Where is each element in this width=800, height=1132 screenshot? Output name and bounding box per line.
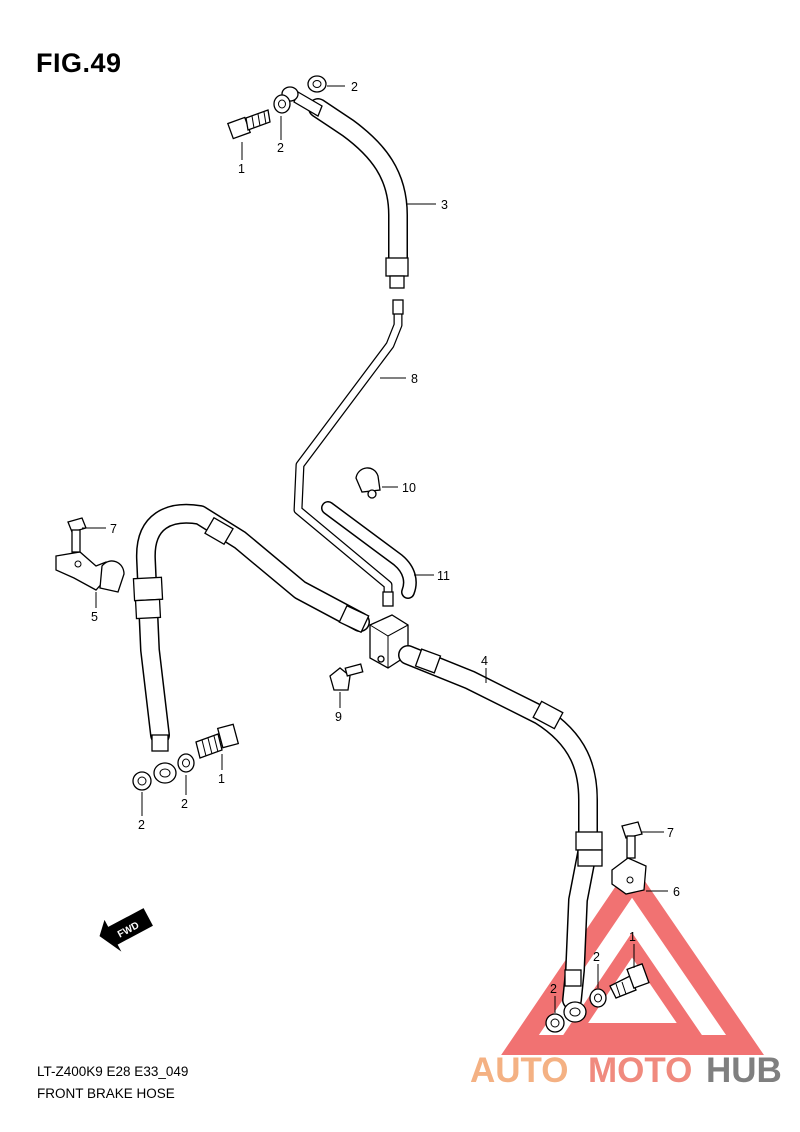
bolt-9	[329, 663, 364, 691]
washer-2-top-b	[307, 75, 327, 93]
watermark-word-auto: AUTO	[470, 1051, 569, 1090]
callout-1-left: 1	[218, 772, 225, 786]
bolt-7-right	[621, 821, 643, 859]
figure-title: FIG.49	[36, 48, 122, 78]
fwd-arrow-icon: FWD	[99, 908, 153, 952]
watermark-logo: AUTO MOTO HUB	[470, 1051, 782, 1090]
callout-2-right-a: 2	[593, 950, 600, 964]
callout-2-top-a: 2	[277, 141, 284, 155]
callout-7-right: 7	[667, 826, 674, 840]
brake-pipe-8	[293, 299, 404, 607]
protector-11	[321, 501, 417, 599]
washer-2-right-a	[589, 988, 607, 1008]
callout-9: 9	[335, 710, 342, 724]
callout-7-left: 7	[110, 522, 117, 536]
callout-10: 10	[402, 481, 416, 495]
callout-6: 6	[673, 885, 680, 899]
callout-2-left-b: 2	[138, 818, 145, 832]
callout-2-top-b: 2	[351, 80, 358, 94]
callout-11: 11	[437, 569, 450, 583]
watermark-word-hub: HUB	[706, 1051, 782, 1090]
washer-2-left-a	[177, 753, 195, 773]
section-name: FRONT BRAKE HOSE	[37, 1086, 175, 1101]
callout-1-right: 1	[629, 930, 636, 944]
model-code: LT-Z400K9 E28 E33_049	[37, 1064, 189, 1079]
bracket-6	[611, 857, 647, 895]
callout-8: 8	[411, 372, 418, 386]
washer-2-left-b	[132, 771, 152, 791]
callout-5: 5	[91, 610, 98, 624]
callout-labels: 1 2 2 3 8 10 7 5 11 4 9 1 2 2 7 6 1 2 2	[91, 80, 680, 996]
callout-2-left-a: 2	[181, 797, 188, 811]
leader-lines	[82, 85, 668, 1013]
callout-4: 4	[481, 654, 488, 668]
hose-3	[281, 86, 409, 289]
union-bolt-1-right	[609, 963, 650, 999]
callout-2-right-b: 2	[550, 982, 557, 996]
callout-1-top: 1	[238, 162, 245, 176]
bolt-7-left	[67, 517, 87, 553]
callout-3: 3	[441, 198, 448, 212]
bracket-5	[55, 551, 125, 593]
washer-2-right-b	[545, 1013, 565, 1033]
union-bolt-1-left	[195, 723, 240, 759]
union-bolt-1-top	[226, 109, 271, 140]
clamp-10	[355, 467, 381, 499]
hose-4	[398, 645, 603, 1023]
washer-2-top-a	[273, 94, 291, 114]
watermark-word-moto: MOTO	[588, 1051, 692, 1090]
hose-left	[132, 503, 370, 784]
